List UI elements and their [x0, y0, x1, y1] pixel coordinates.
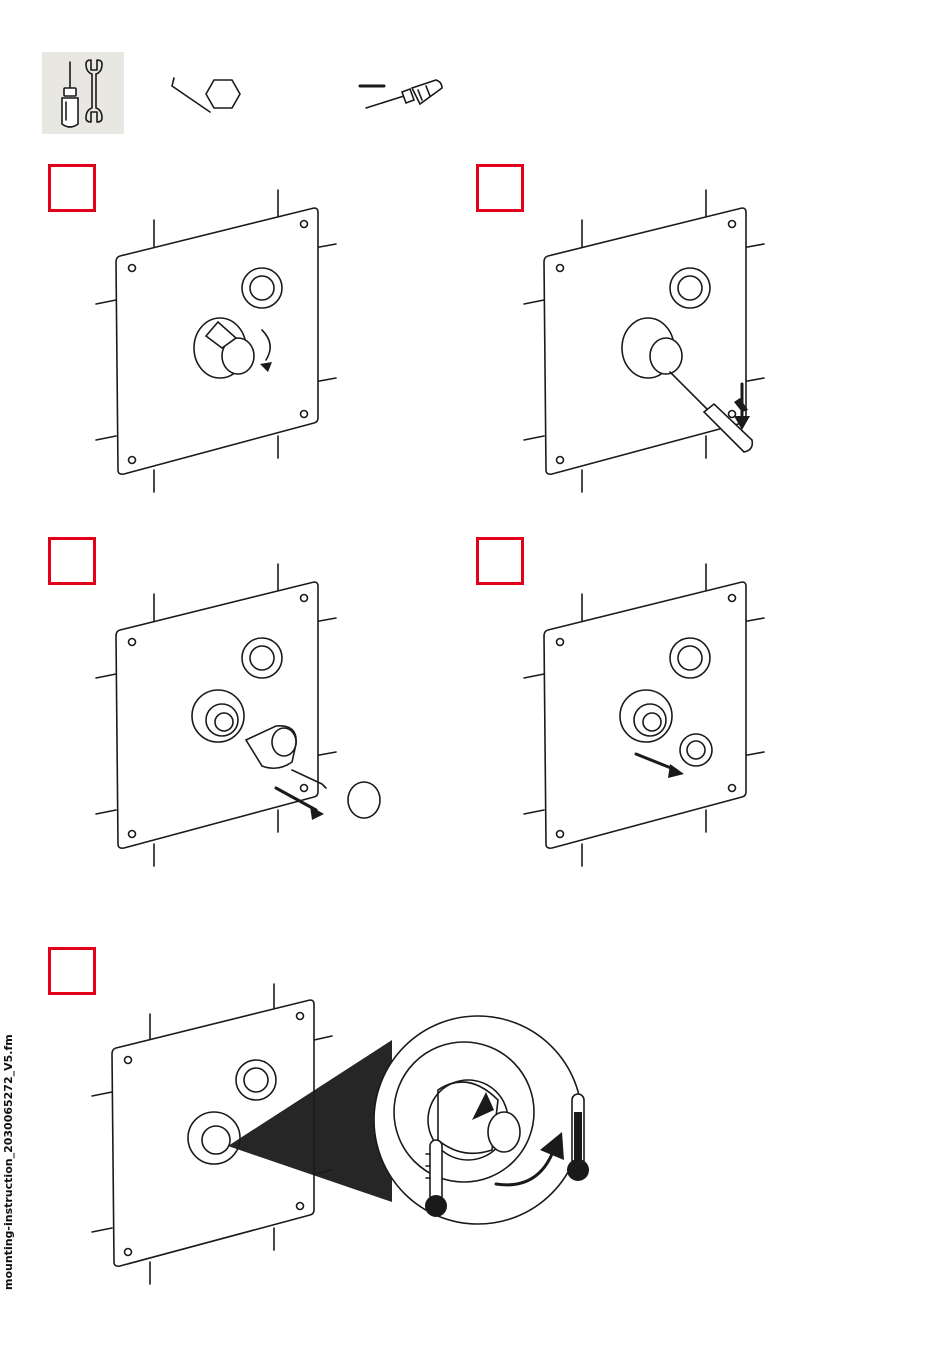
- allen-key-hex-icon: [168, 74, 244, 118]
- screwdriver-wrench-icon: [42, 52, 124, 134]
- step-5-frame: [48, 947, 96, 995]
- step-4-illustration: [524, 560, 794, 870]
- step-3-frame: [48, 537, 96, 585]
- step-5-illustration: [92, 970, 612, 1290]
- step-2-frame: [476, 164, 524, 212]
- step-4-frame: [476, 537, 524, 585]
- step-1-frame: [48, 164, 96, 212]
- step-2-illustration: [524, 186, 794, 496]
- tools-badge: [42, 52, 124, 134]
- valve-cartridge: [192, 690, 244, 742]
- flat-screwdriver-icon: [356, 78, 446, 114]
- document-file-label: mounting-instruction_2030065272_V5.fm: [2, 1060, 22, 1290]
- step-1-illustration: [96, 186, 356, 496]
- step-3-illustration: [96, 560, 386, 870]
